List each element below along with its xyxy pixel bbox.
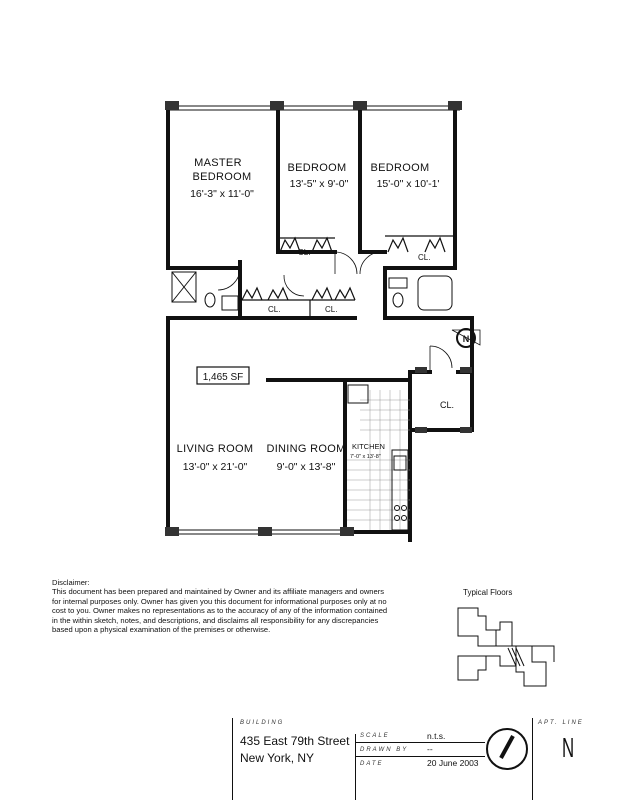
closet-label: CL. bbox=[418, 253, 430, 262]
floor-plan: MASTER BEDROOM 16'-3" x 11'-0" BEDROOM 1… bbox=[165, 101, 481, 542]
date-value: 20 June 2003 bbox=[427, 758, 479, 768]
master-bedroom-dims: 16'-3" x 11'-0" bbox=[190, 188, 254, 200]
dining-room-dims: 9'-0" x 13'-8" bbox=[277, 461, 336, 473]
closet-label: CL. bbox=[298, 248, 310, 257]
area-label: 1,465 SF bbox=[203, 372, 244, 383]
dining-room-label: DINING ROOM bbox=[266, 443, 345, 455]
disclaimer-body: This document has been prepared and main… bbox=[52, 587, 388, 635]
typical-floors-label: Typical Floors bbox=[463, 588, 513, 597]
disclaimer: Disclaimer: This document has been prepa… bbox=[52, 578, 392, 634]
bedroom-2-label: BEDROOM bbox=[288, 162, 347, 174]
scale-label: SCALE bbox=[360, 733, 390, 739]
north-arrow-icon bbox=[451, 328, 481, 348]
kitchen-label: KITCHEN bbox=[352, 442, 385, 451]
bedroom-3-dims: 15'-0" x 10'-1' bbox=[377, 178, 440, 190]
closet-label: CL. bbox=[440, 400, 454, 410]
living-room-label: LIVING ROOM bbox=[177, 443, 254, 455]
master-bedroom-label-2: BEDROOM bbox=[193, 171, 252, 183]
master-bedroom-label: MASTER bbox=[194, 157, 242, 169]
address-line-2: New York, NY bbox=[240, 751, 315, 765]
drawn-by-value: -- bbox=[427, 744, 433, 754]
bedroom-3-label: BEDROOM bbox=[371, 162, 430, 174]
title-block: BUILDING 435 East 79th Street New York, … bbox=[232, 714, 618, 800]
disclaimer-heading: Disclaimer: bbox=[52, 578, 90, 587]
apt-line-value: N bbox=[562, 732, 575, 763]
building-label: BUILDING bbox=[240, 720, 285, 726]
compass-icon bbox=[486, 728, 528, 770]
bedroom-2-dims: 13'-5" x 9'-0" bbox=[290, 178, 349, 190]
closet-label: CL. bbox=[268, 305, 280, 314]
north-marker-label: N bbox=[463, 334, 470, 344]
date-label: DATE bbox=[360, 761, 384, 767]
typical-floor-keyplan bbox=[457, 607, 555, 687]
apt-line-label: APT. LINE bbox=[538, 720, 584, 726]
kitchen-dims: 7'-0" x 13'-8" bbox=[350, 454, 381, 460]
address-line-1: 435 East 79th Street bbox=[240, 734, 350, 748]
drawn-by-label: DRAWN BY bbox=[360, 747, 409, 753]
scale-value: n.t.s. bbox=[427, 731, 446, 741]
closet-label: CL. bbox=[325, 305, 337, 314]
living-room-dims: 13'-0" x 21'-0" bbox=[183, 461, 248, 473]
